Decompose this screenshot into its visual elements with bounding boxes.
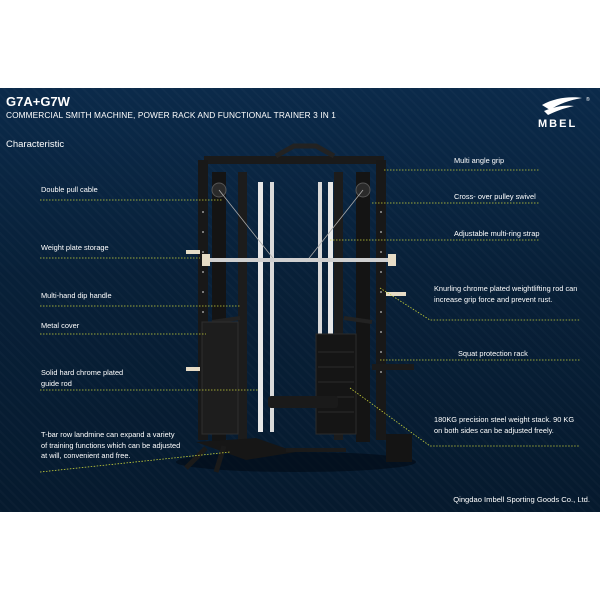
feature-landmine: T-bar row landmine can expand a variety … <box>41 430 181 460</box>
product-sheet: G7A+G7W COMMERCIAL SMITH MACHINE, POWER … <box>0 88 600 512</box>
brand-logo: ® MBEL <box>538 96 590 130</box>
leader-lines <box>39 169 580 473</box>
swoosh-icon <box>542 97 582 110</box>
feature-chrome-rod: Knurling chrome plated weightlifting rod… <box>434 284 578 304</box>
feature-metal-cover: Metal cover <box>41 321 80 330</box>
registered-mark: ® <box>586 96 590 103</box>
feature-weight-stack: 180KG precision steel weight stack. 90 K… <box>434 415 575 435</box>
company-name: Qingdao Imbell Sporting Goods Co., Ltd. <box>453 495 590 504</box>
machine-illustration <box>176 143 416 473</box>
feature-dip-handle: Multi-hand dip handle <box>41 291 112 300</box>
feature-double-pull-cable: Double pull cable <box>41 185 98 194</box>
brand-wordmark: MBEL <box>538 118 577 130</box>
feature-guide-rod: Solid hard chrome plated guide rod <box>41 368 124 388</box>
leader-chrome-rod <box>379 287 580 321</box>
feature-weight-plate-storage: Weight plate storage <box>41 243 109 252</box>
swoosh-tail-icon <box>544 105 574 115</box>
feature-multi-angle-grip: Multi angle grip <box>454 156 505 165</box>
leader-weight-stack <box>349 387 580 447</box>
section-title: Characteristic <box>6 139 65 150</box>
product-subtitle: COMMERCIAL SMITH MACHINE, POWER RACK AND… <box>6 110 336 120</box>
leader-landmine <box>39 451 231 473</box>
feature-multi-ring-strap: Adjustable multi-ring strap <box>454 229 540 238</box>
feature-pulley-swivel: Cross- over pulley swivel <box>454 192 536 201</box>
model-title: G7A+G7W <box>6 94 70 109</box>
feature-squat-rack: Squat protection rack <box>458 349 528 358</box>
